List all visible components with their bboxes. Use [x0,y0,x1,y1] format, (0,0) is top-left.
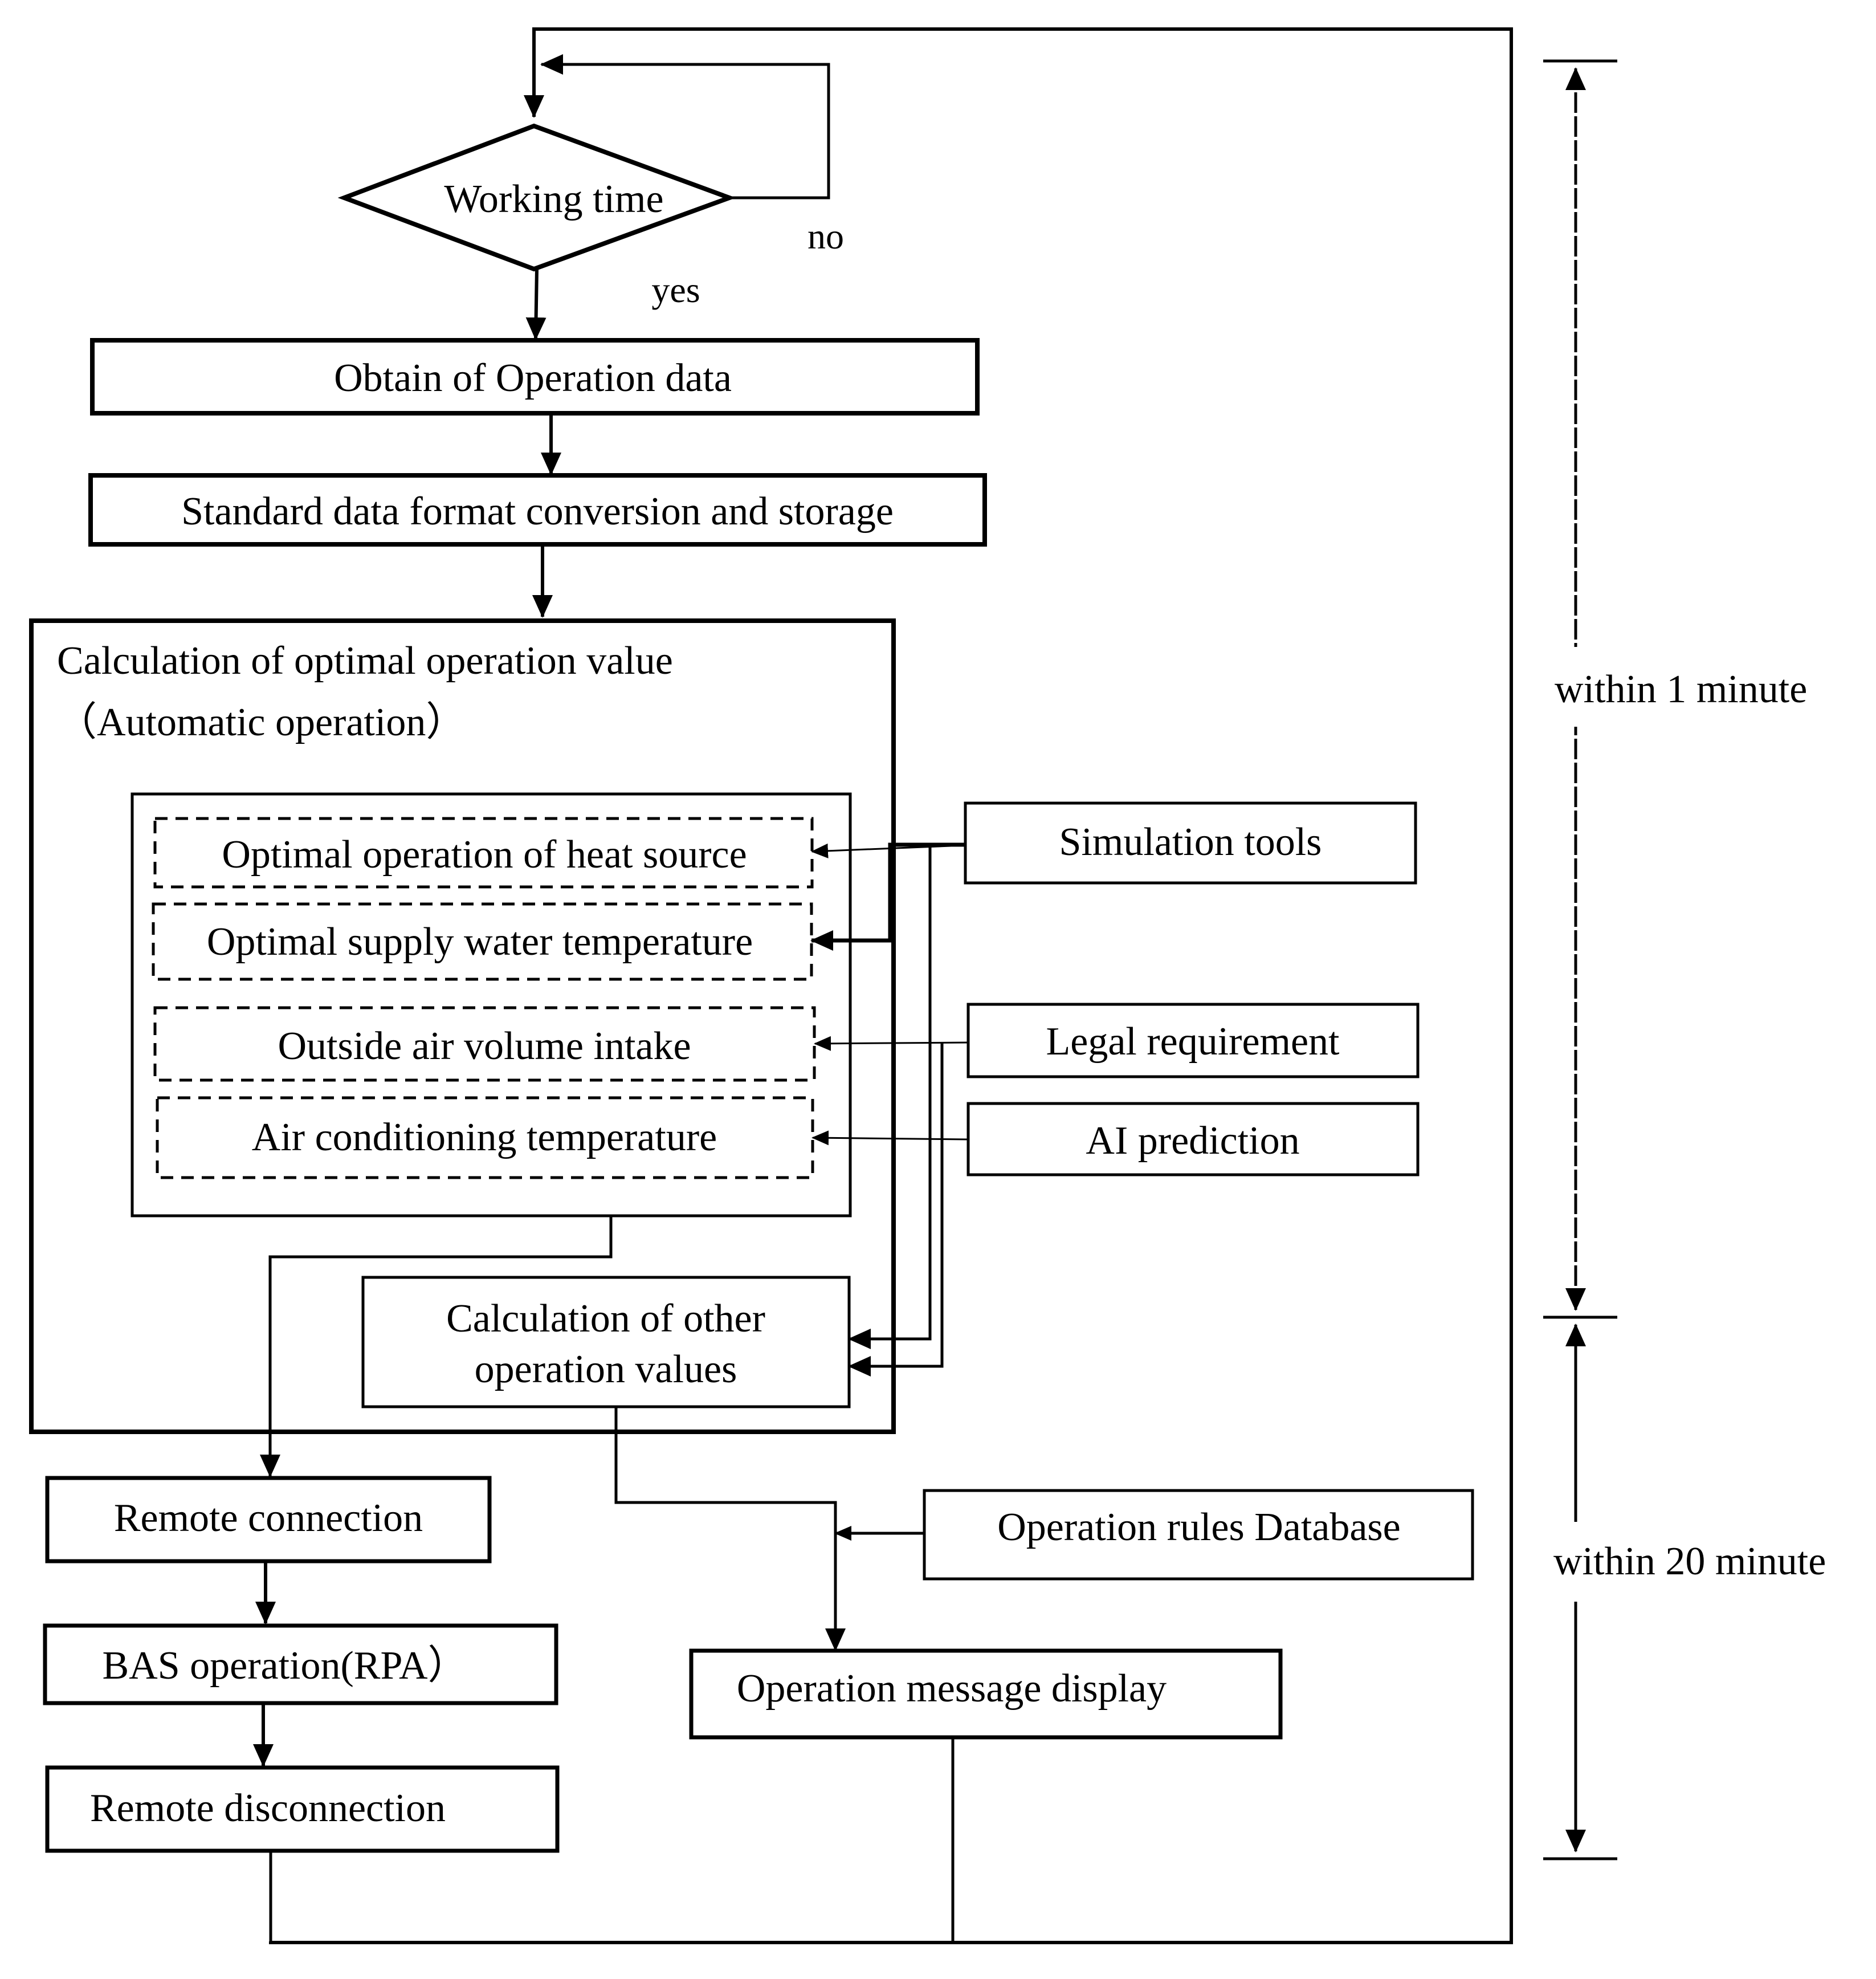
optimal-calculation-subtitle: （Automatic operation） [57,701,466,744]
supply-water-item: Optimal supply water temperature [152,902,813,981]
calc-to-remote-connector [260,1216,613,1477]
outer-loop-connector [269,27,1513,1944]
simulation-tools-label: Simulation tools [1059,820,1322,864]
other-values-line1: Calculation of other [446,1297,765,1341]
obtain-data-label: Obtain of Operation data [334,356,732,400]
no-loop-connector [540,54,830,199]
working-time-decision: Working time [337,123,736,272]
bas-operation-box: BAS operation(RPA） [43,1623,558,1705]
other-to-message-connector [614,1407,924,1651]
no-label: no [808,216,844,256]
outside-air-item: Outside air volume intake [153,1006,816,1082]
yes-arrow [525,268,547,340]
other-values-line2: operation values [475,1347,737,1391]
other-values-box: Calculation of other operation values [361,1276,851,1408]
data-conversion-label: Standard data format conversion and stor… [181,490,894,534]
air-conditioning-item: Air conditioning temperature [156,1096,814,1179]
remote-connection-label: Remote connection [114,1496,423,1540]
operation-rules-db-box: Operation rules Database [923,1489,1474,1581]
data-conversion-box: Standard data format conversion and stor… [88,473,987,547]
simulation-tools-box: Simulation tools [964,801,1417,885]
legal-requirement-label: Legal requirement [1046,1020,1340,1064]
optimal-calculation-title: Calculation of optimal operation value [57,639,673,683]
input-connectors [810,842,969,1377]
bottom-join-lines [269,1737,955,1943]
ai-prediction-box: AI prediction [966,1102,1420,1176]
bas-operation-label: BAS operation(RPA） [102,1644,467,1688]
remote-disconnection-label: Remote disconnection [90,1786,446,1830]
supply-water-label: Optimal supply water temperature [207,920,753,964]
operation-rules-db-label: Operation rules Database [997,1505,1401,1549]
yes-label: yes [651,270,700,310]
heat-source-label: Optimal operation of heat source [222,833,747,877]
decision-label: Working time [444,177,663,221]
heat-source-item: Optimal operation of heat source [153,817,814,889]
outside-air-label: Outside air volume intake [278,1024,691,1068]
remote-disconnection-box: Remote disconnection [45,1765,560,1853]
air-conditioning-label: Air conditioning temperature [252,1115,717,1159]
one-minute-label: within 1 minute [1555,667,1807,711]
message-display-box: Operation message display [689,1648,1283,1740]
twenty-minute-label: within 20 minute [1553,1540,1826,1583]
obtain-data-box: Obtain of Operation data [90,338,980,416]
legal-requirement-box: Legal requirement [966,1003,1420,1078]
ai-prediction-label: AI prediction [1086,1119,1299,1163]
remote-connection-box: Remote connection [45,1476,492,1563]
message-display-label: Operation message display [737,1667,1167,1711]
